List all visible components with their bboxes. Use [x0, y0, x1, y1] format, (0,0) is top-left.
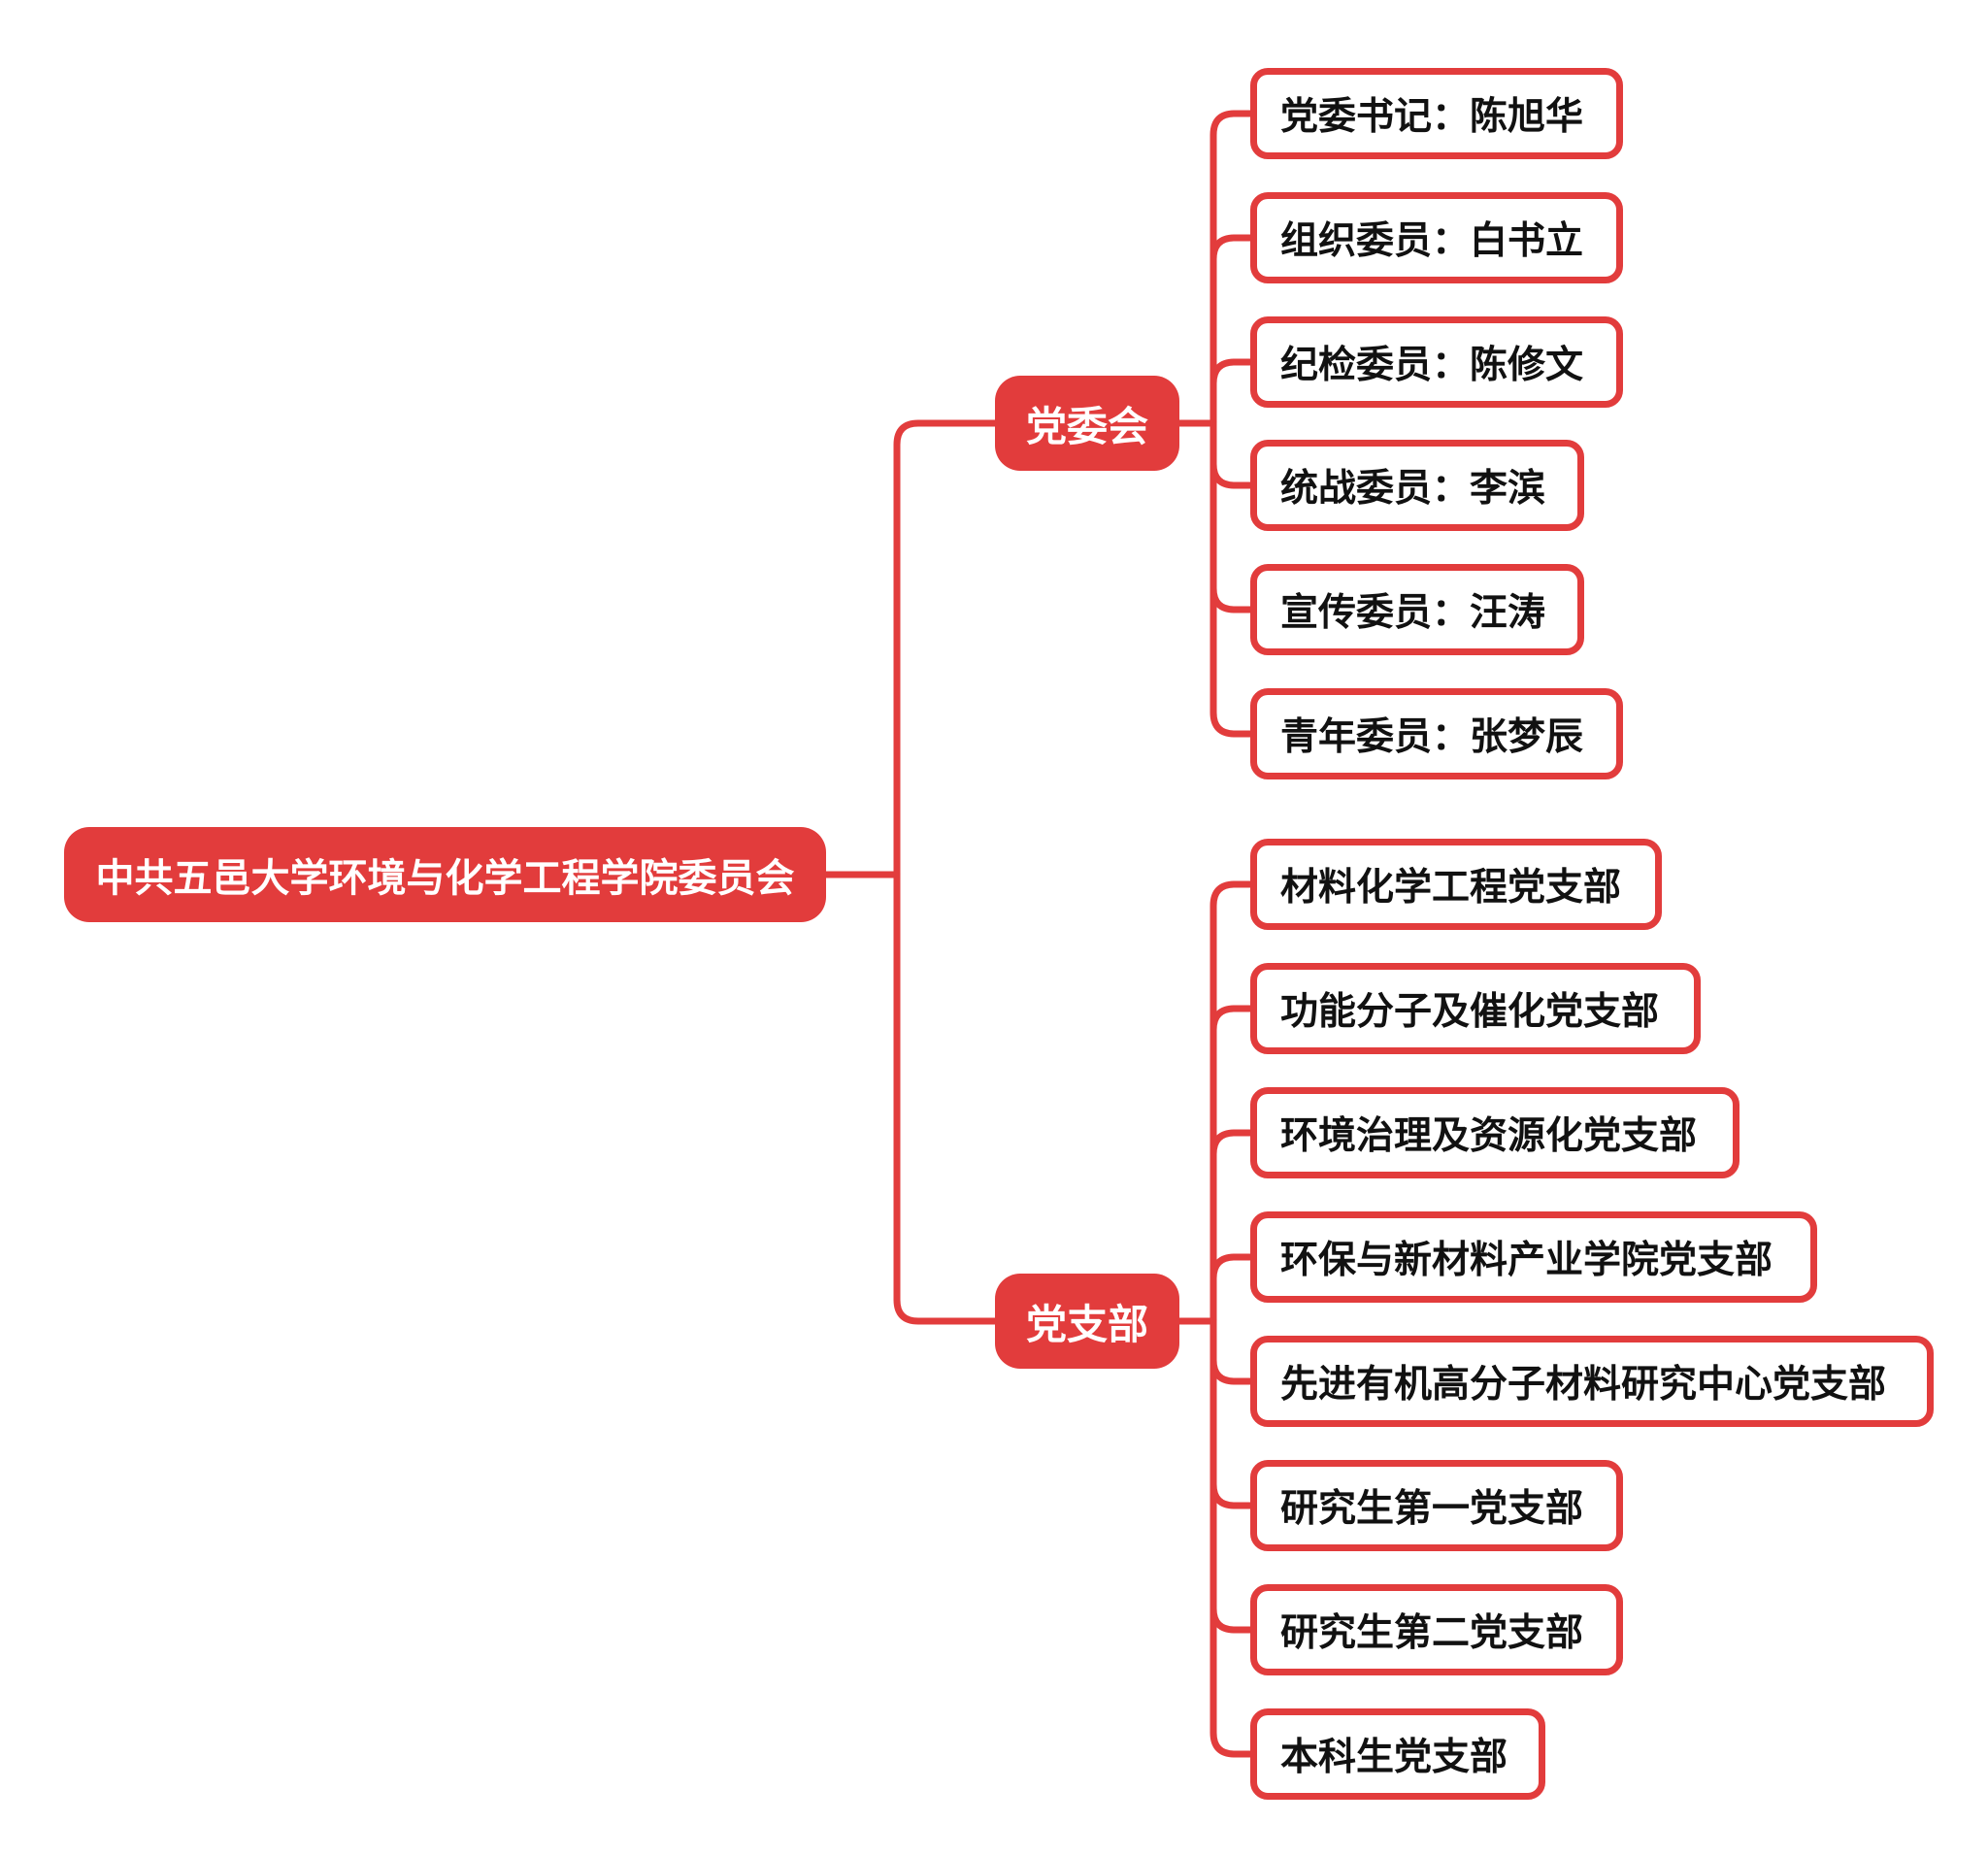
connector-leaf-1-2 — [1209, 1129, 1254, 1325]
connector-leaf-1-7 — [1209, 1317, 1254, 1758]
connector-leaf-1-4 — [1209, 1317, 1254, 1385]
connector-leaf-0-5 — [1209, 419, 1254, 738]
leaf-branch-graduate-second: 研究生第二党支部 — [1250, 1584, 1623, 1675]
connector-leaf-1-1 — [1209, 1005, 1254, 1325]
connector-leaf-0-2 — [1209, 358, 1254, 427]
branch-node-party-branches: 党支部 — [995, 1274, 1179, 1369]
leaf-branch-environmental-governance: 环境治理及资源化党支部 — [1250, 1087, 1740, 1178]
leaf-committee-publicity: 宣传委员：汪涛 — [1250, 564, 1584, 655]
connector-leaf-0-4 — [1209, 419, 1254, 613]
connector-leaf-1-0 — [1209, 880, 1254, 1325]
leaf-branch-environmental-industry-college: 环保与新材料产业学院党支部 — [1250, 1211, 1817, 1303]
connector-root-branch-1 — [893, 871, 999, 1325]
connector-root-branch-0 — [893, 419, 999, 878]
leaf-branch-functional-molecules: 功能分子及催化党支部 — [1250, 963, 1701, 1054]
connector-leaf-0-0 — [1209, 110, 1254, 427]
root-node: 中共五邑大学环境与化学工程学院委员会 — [64, 827, 826, 922]
leaf-branch-advanced-polymer-center: 先进有机高分子材料研究中心党支部 — [1250, 1336, 1934, 1427]
connector-leaf-0-3 — [1209, 419, 1254, 489]
leaf-committee-united-front: 统战委员：李滨 — [1250, 440, 1584, 531]
connector-leaf-1-6 — [1209, 1317, 1254, 1634]
branch-node-party-committee: 党委会 — [995, 376, 1179, 471]
leaf-committee-discipline: 纪检委员：陈修文 — [1250, 316, 1623, 408]
leaf-committee-organization: 组织委员：白书立 — [1250, 192, 1623, 283]
connector-leaf-1-5 — [1209, 1317, 1254, 1509]
leaf-committee-secretary: 党委书记：陈旭华 — [1250, 68, 1623, 159]
leaf-branch-undergraduate: 本科生党支部 — [1250, 1708, 1545, 1800]
leaf-branch-materials-chem-eng: 材料化学工程党支部 — [1250, 839, 1662, 930]
leaf-branch-graduate-first: 研究生第一党支部 — [1250, 1460, 1623, 1551]
connector-leaf-1-3 — [1209, 1253, 1254, 1325]
leaf-committee-youth: 青年委员：张梦辰 — [1250, 688, 1623, 779]
connector-leaf-0-1 — [1209, 234, 1254, 427]
